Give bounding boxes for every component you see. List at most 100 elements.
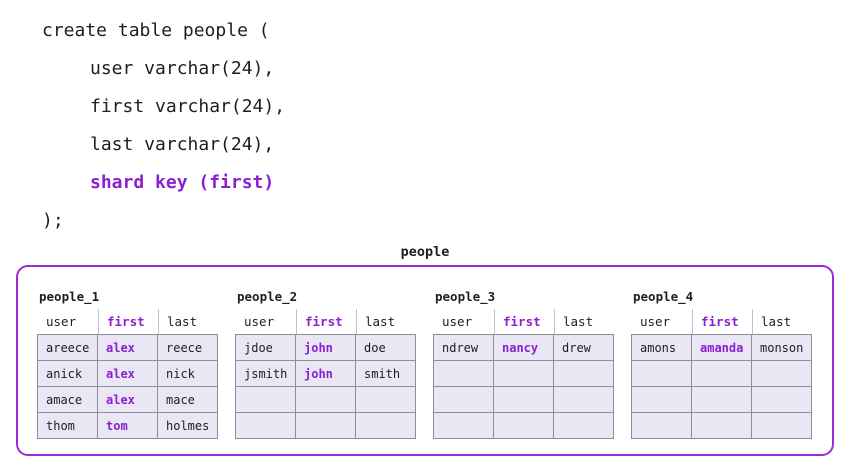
table-cell bbox=[554, 387, 614, 413]
table-cell bbox=[752, 387, 812, 413]
table-row bbox=[434, 387, 614, 413]
table-row bbox=[434, 413, 614, 439]
table-cell: alex bbox=[98, 335, 158, 361]
column-header-user: user bbox=[46, 314, 77, 329]
table-cell bbox=[752, 361, 812, 387]
column-header-user: user bbox=[640, 314, 671, 329]
table-cell bbox=[236, 413, 296, 439]
table-cell bbox=[554, 413, 614, 439]
table-cell: smith bbox=[356, 361, 416, 387]
table-cell bbox=[632, 387, 692, 413]
sql-code-line-shard-key: shard key (first) bbox=[90, 172, 275, 193]
table-cell bbox=[632, 413, 692, 439]
table-cell: mace bbox=[158, 387, 218, 413]
diagram-title: people bbox=[400, 244, 450, 260]
table-cell bbox=[494, 361, 554, 387]
table-cell: holmes bbox=[158, 413, 218, 439]
table-cell bbox=[494, 387, 554, 413]
column-header-last: last bbox=[752, 309, 812, 334]
table-row bbox=[632, 361, 812, 387]
table-cell bbox=[356, 413, 416, 439]
table-cell: thom bbox=[38, 413, 98, 439]
table-cell: tom bbox=[98, 413, 158, 439]
table-cell bbox=[752, 413, 812, 439]
column-header-user: user bbox=[442, 314, 473, 329]
column-header-first: first bbox=[296, 309, 356, 334]
table-cell: john bbox=[296, 361, 356, 387]
table-cell bbox=[296, 387, 356, 413]
table-cell: anick bbox=[38, 361, 98, 387]
table-cell: jsmith bbox=[236, 361, 296, 387]
table-cell: doe bbox=[356, 335, 416, 361]
table-cell: alex bbox=[98, 361, 158, 387]
table-cell: areece bbox=[38, 335, 98, 361]
table-cell bbox=[692, 413, 752, 439]
table-cell: amanda bbox=[692, 335, 752, 361]
table-cell bbox=[692, 387, 752, 413]
sql-code-line: first varchar(24), bbox=[90, 96, 286, 117]
table-cell: monson bbox=[752, 335, 812, 361]
table-row bbox=[236, 413, 416, 439]
table-cell: amons bbox=[632, 335, 692, 361]
sql-code-line: user varchar(24), bbox=[90, 58, 275, 79]
table-cell: jdoe bbox=[236, 335, 296, 361]
table-cell bbox=[296, 413, 356, 439]
table-cell bbox=[692, 361, 752, 387]
table-cell bbox=[356, 387, 416, 413]
table-row bbox=[632, 387, 812, 413]
table-row bbox=[434, 361, 614, 387]
sql-code-line: last varchar(24), bbox=[90, 134, 275, 155]
sql-code-line: ); bbox=[42, 210, 64, 231]
table-cell: nick bbox=[158, 361, 218, 387]
sql-code-block: create table people ( user varchar(24), fi… bbox=[42, 20, 286, 231]
table-cell bbox=[236, 387, 296, 413]
table-cell: ndrew bbox=[434, 335, 494, 361]
shard-title: people_1 bbox=[39, 289, 100, 304]
table-cell: amace bbox=[38, 387, 98, 413]
table-cell bbox=[494, 413, 554, 439]
table-cell: drew bbox=[554, 335, 614, 361]
table-cell bbox=[434, 387, 494, 413]
table-cell: reece bbox=[158, 335, 218, 361]
shard-title: people_2 bbox=[237, 289, 298, 304]
table-row bbox=[632, 413, 812, 439]
table-cell bbox=[632, 361, 692, 387]
table-cell bbox=[434, 361, 494, 387]
table-cell: alex bbox=[98, 387, 158, 413]
column-header-last: last bbox=[158, 309, 218, 334]
column-header-first: first bbox=[692, 309, 752, 334]
shard-title: people_3 bbox=[435, 289, 496, 304]
table-cell bbox=[554, 361, 614, 387]
column-header-user: user bbox=[244, 314, 275, 329]
column-header-last: last bbox=[356, 309, 416, 334]
column-header-first: first bbox=[98, 309, 158, 334]
shard-title: people_4 bbox=[633, 289, 694, 304]
table-cell: john bbox=[296, 335, 356, 361]
column-header-last: last bbox=[554, 309, 614, 334]
column-header-first: first bbox=[494, 309, 554, 334]
table-row bbox=[236, 387, 416, 413]
sql-code-line: create table people ( bbox=[42, 20, 270, 41]
table-cell bbox=[434, 413, 494, 439]
